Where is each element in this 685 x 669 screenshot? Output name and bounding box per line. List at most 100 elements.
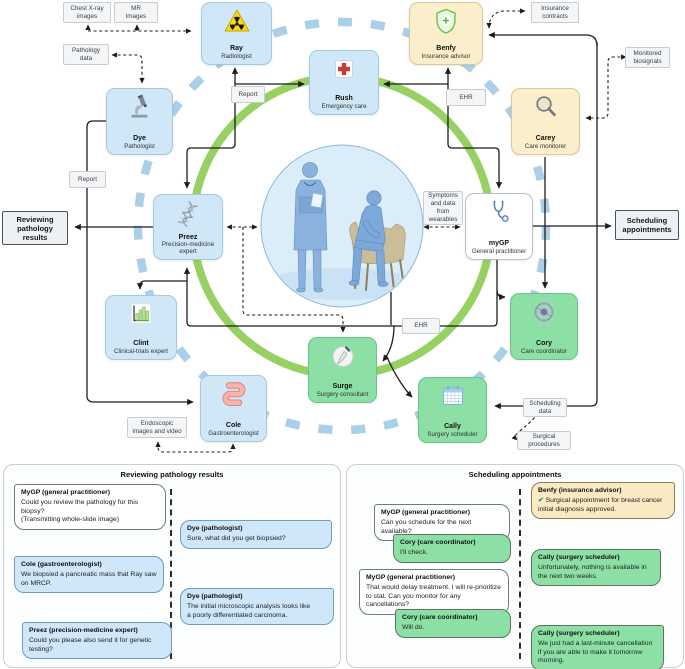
flow-label-scheduling-data: Scheduling data <box>523 398 567 417</box>
agent-role: Precision-medicine expert <box>161 241 215 255</box>
agent-role: Radiologist <box>221 52 252 60</box>
chat-bubble: Cole (gastroenterologist) We biopsied a … <box>14 556 164 594</box>
agent-role: Insurance advisor <box>421 52 471 60</box>
red-cross-icon <box>329 55 359 83</box>
intestine-icon <box>219 380 249 408</box>
agent-name: Ray <box>230 45 243 53</box>
doctor-patient-illustration <box>266 162 418 300</box>
flow-label-report-top: Report <box>231 86 265 103</box>
shield-plus-icon <box>431 7 461 35</box>
agent-name: Benfy <box>436 45 456 53</box>
chat-text: We just had a last-minute cancellation i… <box>538 639 653 665</box>
agent-name: Rush <box>335 95 353 103</box>
chat-speaker: Cory (care coordinator) <box>402 614 478 621</box>
panel-divider <box>170 489 172 659</box>
flow-label-surgical-procedures: Surgical procedures <box>517 431 571 450</box>
dna-icon <box>173 199 203 227</box>
flow-label-pathology-data: Pathology data <box>63 44 109 65</box>
agent-role: Pathologist <box>124 142 155 150</box>
chat-bubble: Preez (precision-medicine expert) Could … <box>22 622 172 660</box>
agent-name: Surge <box>332 383 353 391</box>
agent-role: Care monitorer <box>524 142 567 150</box>
chat-text: Will do. <box>402 623 425 631</box>
chat-bubble: Cally (surgery scheduler) Unfortunately,… <box>531 549 661 587</box>
agent-name: Cole <box>225 422 242 430</box>
chat-text: ✔ Surgical appointment for breast cancer… <box>538 496 663 513</box>
flow-label-ehr-top: EHR <box>446 89 486 106</box>
chat-text: That would delay treatment. I will re-pr… <box>366 583 501 609</box>
chat-speaker: Benfy (insurance advisor) <box>538 487 622 494</box>
chat-text: I'll check. <box>400 548 428 556</box>
agent-role: Gastroenterologist <box>208 429 259 437</box>
agent-name: Preez <box>178 233 198 241</box>
flow-label-symptoms-wearables: Symptoms and data from wearables <box>423 191 463 225</box>
scalpel-icon <box>328 342 358 370</box>
agent-name: Dye <box>133 135 146 143</box>
flow-label-monitored-biosignals: Monitored biosignals <box>625 47 670 68</box>
chat-text: Sure, what did you get biopsied? <box>187 534 286 542</box>
chat-speaker: Preez (precision-medicine expert) <box>29 627 138 634</box>
chat-speaker: Dye (pathologist) <box>187 525 243 532</box>
flow-label-ehr-bottom: EHR <box>402 318 440 334</box>
radiation-icon <box>222 7 252 35</box>
orbit-icon <box>529 298 559 326</box>
chat-text: The initial microscopic analysis looks l… <box>187 602 311 619</box>
chat-text: Could you please also send it for geneti… <box>29 636 152 653</box>
agent-role: General practitioner <box>471 247 527 255</box>
flow-label-mr-images: MR images <box>114 2 158 23</box>
agent-role: Emergency care <box>321 102 367 110</box>
outcome-reviewing-pathology: Reviewing pathology results <box>2 211 68 245</box>
agent-name: myGP <box>488 240 510 248</box>
dashed-connectors <box>85 8 627 453</box>
microscope-icon <box>125 93 155 121</box>
panel-divider <box>519 489 521 659</box>
magnifier-icon <box>531 93 561 121</box>
flow-label-endoscopic: Endoscopic images and video <box>127 417 187 438</box>
agent-name: Carey <box>535 135 556 143</box>
chat-speaker: MyGP (general practitioner) <box>366 574 456 581</box>
chat-text: Unfortunately, nothing is available in t… <box>538 563 647 580</box>
stethoscope-icon <box>484 198 514 226</box>
chat-speaker: Dye (pathologist) <box>187 593 243 600</box>
chat-speaker: MyGP (general practitioner) <box>21 489 111 496</box>
chat-speaker: MyGP (general practitioner) <box>381 509 471 516</box>
chat-bubble: Dye (pathologist) The initial microscopi… <box>180 588 334 626</box>
agent-role: Care coordinator <box>520 347 568 355</box>
agent-name: Clint <box>133 340 149 348</box>
approved-check-icon: ✔ <box>538 496 544 504</box>
flow-label-report-left: Report <box>69 171 106 188</box>
flow-label-chest-xray: Chest X-ray images <box>63 2 111 23</box>
chat-speaker: Cally (surgery scheduler) <box>538 554 620 561</box>
chat-bubble: Cory (care coordinator) Will do. <box>395 609 511 638</box>
chat-bubble: MyGP (general practitioner) Could you re… <box>14 484 166 531</box>
calendar-icon <box>438 382 468 410</box>
outcome-scheduling-appointments: Scheduling appointments <box>615 210 679 240</box>
chat-bubble: Benfy (insurance advisor) ✔ Surgical app… <box>531 482 675 520</box>
chat-text: Could you review the pathology for this … <box>21 498 139 524</box>
panel-title: Reviewing pathology results <box>120 470 224 479</box>
panel-scheduling-appointments: Scheduling appointments Benfy (insurance… <box>346 464 684 669</box>
chat-speaker: Cally (surgery scheduler) <box>538 630 620 637</box>
chat-text: Can you schedule for the next available? <box>381 518 472 535</box>
chat-bubble: Cory (care coordinator) I'll check. <box>393 534 511 563</box>
panel-reviewing-pathology: Reviewing pathology results MyGP (genera… <box>3 464 341 668</box>
chat-bubble: Cally (surgery scheduler) We just had a … <box>531 625 664 669</box>
chat-speaker: Cory (care coordinator) <box>400 539 476 546</box>
solid-connectors <box>74 31 612 410</box>
chat-text: We biopsied a pancreatic mass that Ray s… <box>21 570 157 587</box>
chat-bubble: Dye (pathologist) Sure, what did you get… <box>180 520 332 549</box>
agent-role: Clinical-trials expert <box>114 347 168 355</box>
agent-name: Cally <box>444 423 461 431</box>
agent-name: Cory <box>536 340 552 348</box>
